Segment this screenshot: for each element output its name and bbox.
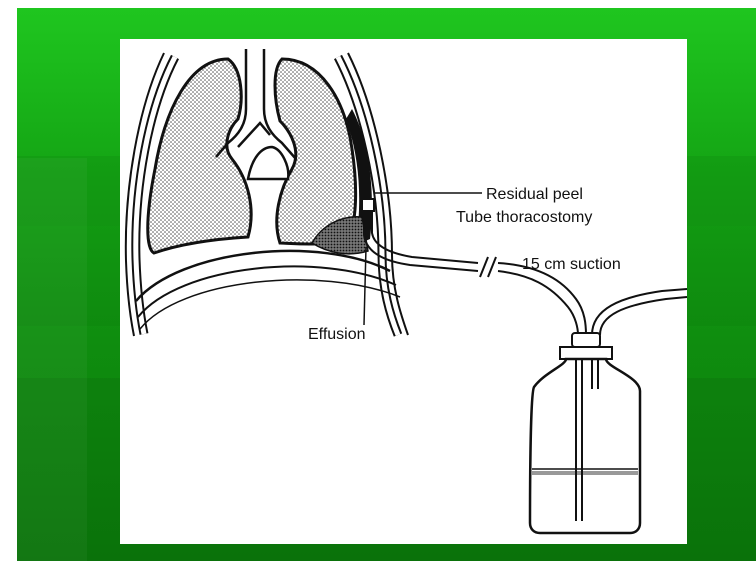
chest-tube-diagram: Residual peel Tube thoracostomy 15 cm su… [120, 39, 687, 544]
diaphragm [136, 251, 400, 329]
collection-bottle [530, 333, 640, 533]
right-lung [275, 59, 356, 244]
slide-background: Residual peel Tube thoracostomy 15 cm su… [17, 8, 756, 561]
label-tube-thoracostomy: Tube thoracostomy [456, 209, 592, 226]
label-effusion: Effusion [308, 326, 366, 343]
label-residual-peel: Residual peel [486, 186, 583, 203]
background-column [17, 158, 87, 561]
illustration-panel: Residual peel Tube thoracostomy 15 cm su… [120, 39, 687, 544]
effusion-leader [364, 247, 366, 325]
suction-tubes [592, 289, 687, 335]
label-suction: 15 cm suction [522, 256, 621, 273]
